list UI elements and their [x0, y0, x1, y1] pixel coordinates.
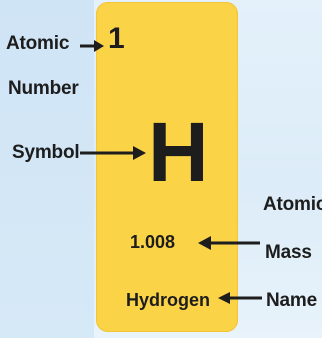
- element-tile: [96, 2, 238, 332]
- element-name-value: Hydrogen: [126, 290, 211, 310]
- atomic-mass-value: 1.008: [130, 232, 176, 252]
- background-panel: [0, 0, 94, 338]
- atomic-mass-label-line1: Atomic: [263, 194, 322, 215]
- atomic-number-value: 1: [108, 22, 125, 55]
- name-label: Name: [266, 290, 317, 311]
- atomic-number-label-line1: Atomic: [6, 33, 70, 54]
- atomic-number-label-line2: Number: [8, 78, 79, 99]
- element-symbol-value: H: [148, 105, 209, 199]
- atomic-mass-label-line2: Mass: [265, 242, 312, 263]
- symbol-label: Symbol: [12, 142, 80, 163]
